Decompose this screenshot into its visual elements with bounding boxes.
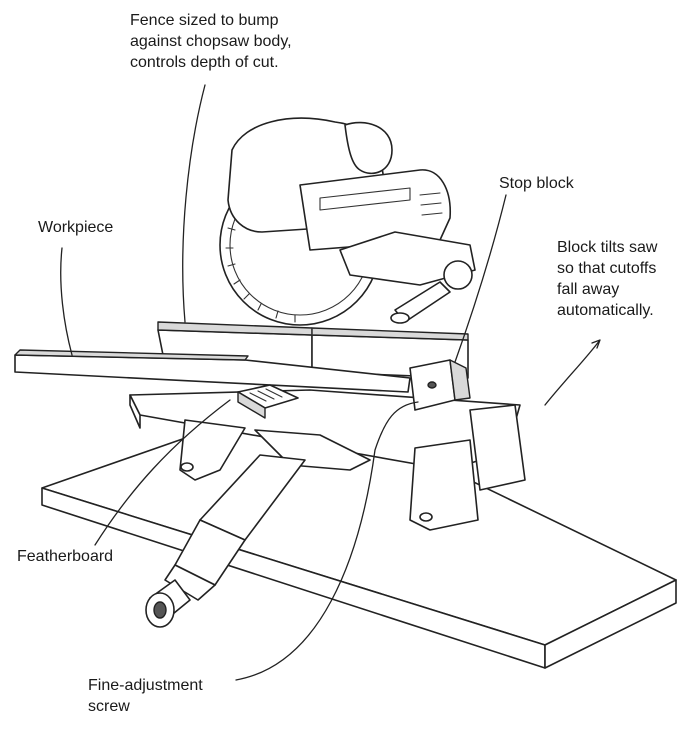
rail-and-screw: [145, 454, 306, 628]
workpiece: [14, 349, 411, 393]
featherboard: [237, 384, 299, 419]
leader-lines: [60, 84, 601, 681]
saw-table: [129, 389, 526, 531]
workpiece-callout: Workpiece: [38, 219, 114, 236]
block-tilts-callout: Block tilts saw so that cutoffs fall awa…: [557, 239, 658, 319]
chopsaw: [219, 117, 476, 326]
fence-callout: Fence sized to bump against chopsaw body…: [130, 12, 292, 71]
fine-adjustment-screw-callout: Fine-adjustment screw: [88, 677, 203, 715]
stop-block: [409, 359, 471, 411]
featherboard-callout: Featherboard: [17, 548, 114, 565]
stop-block-callout: Stop block: [499, 175, 574, 192]
